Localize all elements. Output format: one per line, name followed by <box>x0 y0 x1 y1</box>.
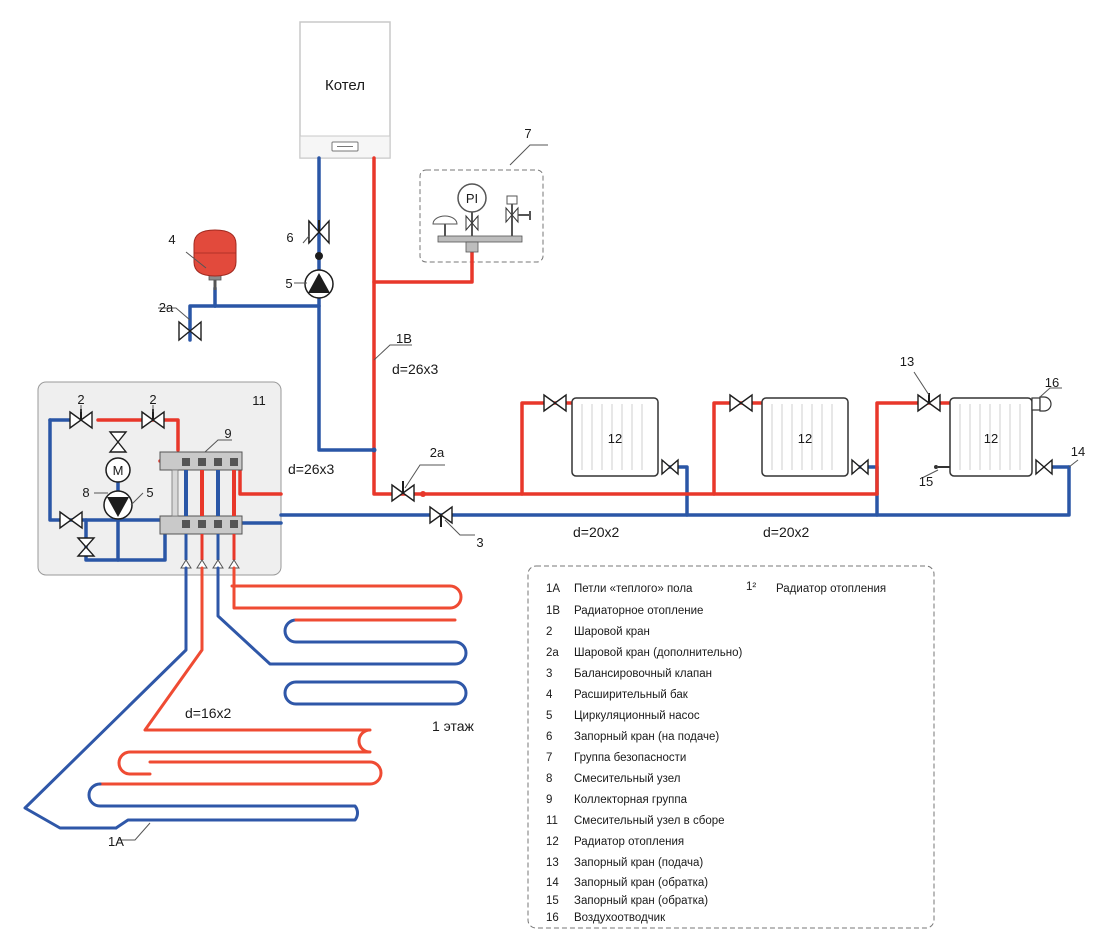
dim-radiator-run-1: d=20x2 <box>573 524 620 540</box>
return-valve-r2-icon <box>851 458 869 476</box>
floor-note: 1 этаж <box>432 718 475 734</box>
legend-code: 12 <box>546 836 559 848</box>
legend-code: 2 <box>546 626 552 638</box>
legend-text: Воздухоотводчик <box>574 912 666 924</box>
motor-icon <box>105 457 131 483</box>
motor-label: M <box>113 463 124 478</box>
drain-valve-icon <box>76 537 96 557</box>
bypass-valve-icon <box>59 510 83 530</box>
legend-text: Радиаторное отопление <box>574 605 703 617</box>
radiator-1 <box>571 397 659 477</box>
radiator-2 <box>761 397 849 477</box>
legend-code: 1В <box>546 605 560 617</box>
legend-text: Запорный кран (обратка) <box>574 877 708 889</box>
supply-valve-r1-icon <box>543 393 567 413</box>
mixing-valve-icon <box>108 431 128 453</box>
expansion-tank-icon <box>193 229 237 290</box>
legend-text: Запорный кран (обратка) <box>574 895 708 907</box>
mixing-unit-panel <box>37 381 282 576</box>
legend-header-text-2: Радиатор отопления <box>776 583 886 595</box>
legend-code: 7 <box>546 752 552 764</box>
legend-header-code-1: 1A <box>546 583 560 595</box>
legend-header-code-2: 1² <box>746 581 756 593</box>
legend-code: 2а <box>546 647 559 659</box>
pressure-gauge-label: PI <box>466 191 478 206</box>
legend-text: Смесительный узел в сборе <box>574 815 725 827</box>
label-4: 4 <box>168 232 175 247</box>
legend-box <box>527 565 935 929</box>
legend-code: 3 <box>546 668 552 680</box>
safety-group-box <box>419 169 544 263</box>
legend-text: Коллекторная группа <box>574 794 688 806</box>
label-1a: 1А <box>108 834 124 849</box>
legend-code: 13 <box>546 857 559 869</box>
legend-code: 11 <box>546 815 558 827</box>
legend-code: 4 <box>546 689 553 701</box>
floor-loops <box>23 566 468 830</box>
label-5-mixing: 5 <box>146 485 153 500</box>
legend-text: Расширительный бак <box>574 689 689 701</box>
boiler-title: Котел <box>325 77 365 94</box>
label-13: 13 <box>900 354 914 369</box>
radiator-3 <box>949 397 1033 477</box>
legend-text: Шаровой кран (дополнительно) <box>574 647 742 659</box>
label-14: 14 <box>1071 444 1085 459</box>
legend-code: 6 <box>546 731 552 743</box>
legend: 1A Петли «теплого» пола 1² Радиатор отоп… <box>546 581 886 924</box>
legend-text: Балансировочный клапан <box>574 668 712 680</box>
label-2a-mid: 2а <box>430 445 445 460</box>
legend-code: 14 <box>546 877 559 889</box>
label-5: 5 <box>285 276 292 291</box>
legend-code: 5 <box>546 710 552 722</box>
legend-text: Радиатор отопления <box>574 836 684 848</box>
legend-code: 8 <box>546 773 552 785</box>
label-2-left: 2 <box>77 392 84 407</box>
label-12-a: 12 <box>608 431 622 446</box>
boiler <box>299 21 391 159</box>
label-7: 7 <box>524 126 531 141</box>
leader-lines <box>80 144 1079 841</box>
label-8: 8 <box>82 485 89 500</box>
label-15: 15 <box>919 474 933 489</box>
label-11: 11 <box>252 393 266 408</box>
dim-riser: d=26x3 <box>392 361 439 377</box>
legend-text: Шаровой кран <box>574 626 650 638</box>
label-1b: 1В <box>396 331 412 346</box>
label-9: 9 <box>224 426 231 441</box>
dim-radiator-run-2: d=20x2 <box>763 524 810 540</box>
label-12-b: 12 <box>798 431 812 446</box>
label-2a-top: 2а <box>159 300 174 315</box>
return-valve-r1-icon <box>661 458 679 476</box>
ball-valve-2a-top-icon <box>178 320 202 342</box>
label-2-right: 2 <box>149 392 156 407</box>
dim-floor: d=16x2 <box>185 705 232 721</box>
dim-main: d=26x3 <box>288 461 335 477</box>
label-12-c: 12 <box>984 431 998 446</box>
legend-text: Циркуляционный насос <box>574 710 700 722</box>
return-valve-14-icon <box>1035 458 1053 476</box>
label-3: 3 <box>476 535 483 550</box>
legend-code: 15 <box>546 895 559 907</box>
label-6: 6 <box>286 230 293 245</box>
legend-header-text-1: Петли «теплого» пола <box>574 583 693 595</box>
legend-text: Смесительный узел <box>574 773 681 785</box>
drain-15-icon <box>934 465 950 469</box>
air-vent-icon <box>1031 396 1052 412</box>
legend-text: Запорный кран (подача) <box>574 857 703 869</box>
pump-5-icon <box>304 269 334 299</box>
supply-valve-r2-icon <box>729 393 753 413</box>
legend-code: 16 <box>546 912 559 924</box>
safety-group-icon <box>432 183 531 253</box>
legend-text: Запорный кран (на подаче) <box>574 731 719 743</box>
label-16: 16 <box>1045 375 1059 390</box>
legend-code: 9 <box>546 794 552 806</box>
legend-text: Группа безопасности <box>574 752 686 764</box>
collector-group <box>159 451 243 569</box>
pump-mixing-icon <box>103 490 133 520</box>
